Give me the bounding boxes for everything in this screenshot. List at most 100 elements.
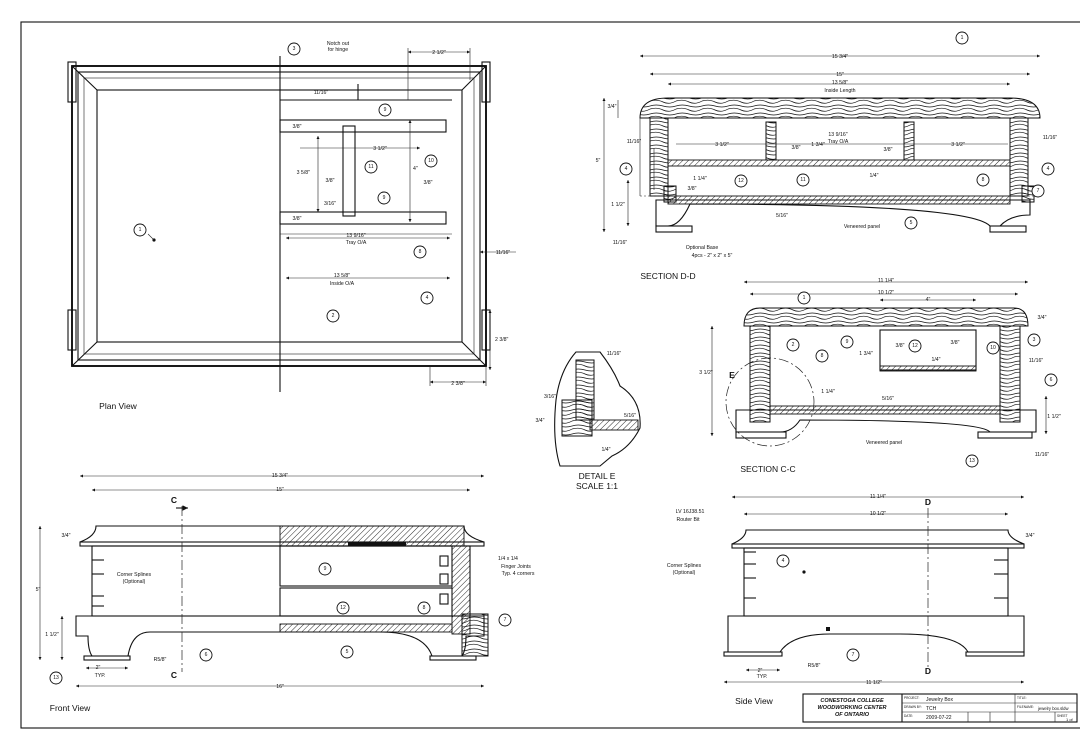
svg-text:1: 1 — [803, 295, 806, 301]
svg-text:12: 12 — [340, 605, 346, 611]
notch-note-line2: for hinge — [328, 47, 348, 53]
svg-text:11: 11 — [368, 164, 373, 170]
dim-dd-312-right: 3 1/2" — [951, 142, 965, 148]
balloon-1-cc: 1 — [797, 291, 811, 305]
dim-side-1012: 10 1/2" — [870, 511, 886, 517]
dim-detail-bottom: 1/4" — [601, 447, 610, 453]
dim-plan-316: 3/16" — [324, 201, 336, 207]
svg-text:10: 10 — [990, 345, 996, 351]
balloon-4-dd-left: 4 — [619, 162, 633, 176]
dim-side-r58: R5/8" — [808, 663, 821, 669]
dim-cc-112: 1 1/2" — [1047, 414, 1061, 420]
balloon-9-cc: 9 — [840, 335, 854, 349]
dim-plan-38b: 3/8" — [325, 178, 334, 184]
dim-plan-238-w: 2 3/8" — [451, 381, 465, 387]
dim-cc-312: 3 1/2" — [699, 370, 713, 376]
side-view-title: Side View — [735, 696, 774, 706]
dim-front-typ: TYP. — [95, 673, 106, 679]
dd-optional-base-size: 4pcs - 2" x 2" x 5" — [692, 253, 733, 259]
dim-cc-34: 3/4" — [1037, 315, 1046, 321]
front-view-title: Front View — [50, 703, 91, 713]
balloon-6-cc: 6 — [1044, 373, 1058, 387]
dim-dd-112: 1 1/2" — [611, 202, 625, 208]
dim-side-overall: 11 1/4" — [870, 494, 886, 500]
balloon-9-plan: 9 — [378, 103, 392, 117]
svg-text:4: 4 — [782, 558, 785, 564]
balloon-13-cc: 13 — [965, 454, 979, 468]
dim-front-112: 1 1/2" — [45, 632, 59, 638]
balloon-8-plan: 8 — [413, 245, 427, 259]
item-balloons: 1 3 9 11 10 9 8 4 2 1 4 4 12 11 8 7 5 1 … — [49, 31, 1058, 685]
dim-plan-slot: 11/16" — [314, 90, 329, 96]
dim-cc-1012: 10 1/2" — [878, 290, 894, 296]
balloon-5-dd: 5 — [904, 216, 918, 230]
filename-label: FILENAME: — [1017, 705, 1034, 709]
dim-dd-15: 15" — [836, 72, 844, 78]
balloon-9b-plan: 9 — [377, 191, 391, 205]
svg-text:10: 10 — [428, 158, 434, 164]
svg-text:3: 3 — [293, 46, 296, 52]
plan-view: Notch out for hinge 2 1/2" 11/16" 3/8" 3… — [67, 41, 516, 411]
front-finger-typ: Typ. 4 corners — [502, 571, 535, 577]
dim-cc-overall: 11 1/4" — [878, 278, 894, 284]
sheet-value: 1 of — [1066, 717, 1074, 722]
balloon-1-dd: 1 — [955, 31, 969, 45]
dim-plan-38c: 3/8" — [292, 216, 301, 222]
svg-text:1: 1 — [961, 35, 964, 41]
dim-dd-134: 1 3/4" — [811, 142, 825, 148]
dim-dd-312-left: 3 1/2" — [715, 142, 729, 148]
dim-dd-inside: 13 5/8" — [832, 80, 848, 86]
notch-note-line1: Notch out — [327, 41, 350, 47]
front-corner-optional: (Optional) — [123, 579, 146, 585]
dim-plan-38-right: 3/8" — [423, 180, 432, 186]
dim-plan-358: 3 5/8" — [297, 170, 311, 176]
dim-cc-4: 4" — [926, 297, 931, 303]
balloon-2-cc: 2 — [786, 338, 800, 352]
balloon-3-plan: 3 — [287, 42, 301, 56]
svg-text:6: 6 — [1050, 377, 1053, 383]
sheet-border — [20, 21, 1080, 729]
dim-cc-114: 1 1/4" — [821, 389, 835, 395]
balloon-10-plan: 10 — [424, 154, 438, 168]
balloon-9-front: 9 — [318, 562, 332, 576]
dim-front-5: 5" — [36, 587, 41, 593]
dim-cc-134: 1 3/4" — [859, 351, 873, 357]
balloon-8-dd: 8 — [976, 173, 990, 187]
dim-plan-4: 4" — [413, 166, 418, 172]
front-corner-splines: Corner Splines — [117, 572, 152, 578]
dim-dd-516: 5/16" — [776, 213, 788, 219]
dim-front-overall: 15 3/4" — [272, 473, 288, 479]
balloon-2-plan: 2 — [326, 309, 340, 323]
section-mark-c-top: C — [171, 495, 177, 505]
dim-detail-left: 3/16" — [544, 394, 556, 400]
svg-text:4: 4 — [426, 295, 429, 301]
dim-dd-114: 1 1/4" — [693, 176, 707, 182]
front-view: 15 3/4" 15" 3/4" 5" 1 1/2" R5/8" 2" TYP.… — [36, 473, 535, 713]
dim-detail-right: 5/16" — [624, 413, 636, 419]
dim-detail-left2: 3/4" — [535, 418, 544, 424]
svg-text:1: 1 — [139, 227, 142, 233]
svg-text:12: 12 — [738, 178, 744, 184]
svg-text:5: 5 — [910, 220, 913, 226]
svg-text:8: 8 — [423, 605, 426, 611]
drawn-label: DRAWN BY: — [904, 705, 922, 709]
svg-text:9: 9 — [846, 339, 849, 345]
dim-dd-1116-bottom: 11/16" — [613, 240, 628, 246]
dim-plan-1116: 11/16" — [496, 250, 511, 256]
svg-text:8: 8 — [821, 353, 824, 359]
dim-dd-34: 3/4" — [607, 104, 616, 110]
section-mark-d-top: D — [925, 497, 931, 507]
dim-plan-inside-label: Inside O/A — [330, 281, 355, 287]
dim-detail-top: 11/16" — [607, 351, 622, 357]
section-mark-d-bottom: D — [925, 666, 931, 676]
dim-side-typ: TYP. — [757, 674, 768, 680]
dim-plan-238-h: 2 3/8" — [495, 337, 509, 343]
dim-plan-inside: 13 5/8" — [334, 273, 350, 279]
dim-side-2: 2" — [758, 668, 763, 674]
balloon-3-cc: 3 — [1027, 333, 1041, 347]
dd-optional-base: Optional Base — [686, 245, 719, 251]
detail-e-marker: E — [729, 370, 735, 380]
side-corner-optional: (Optional) — [673, 570, 696, 576]
svg-text:13: 13 — [53, 675, 59, 681]
section-cc: 11 1/4" 10 1/2" 4" 3/4" 3 1/2" 3/8" 3/8"… — [699, 278, 1061, 474]
